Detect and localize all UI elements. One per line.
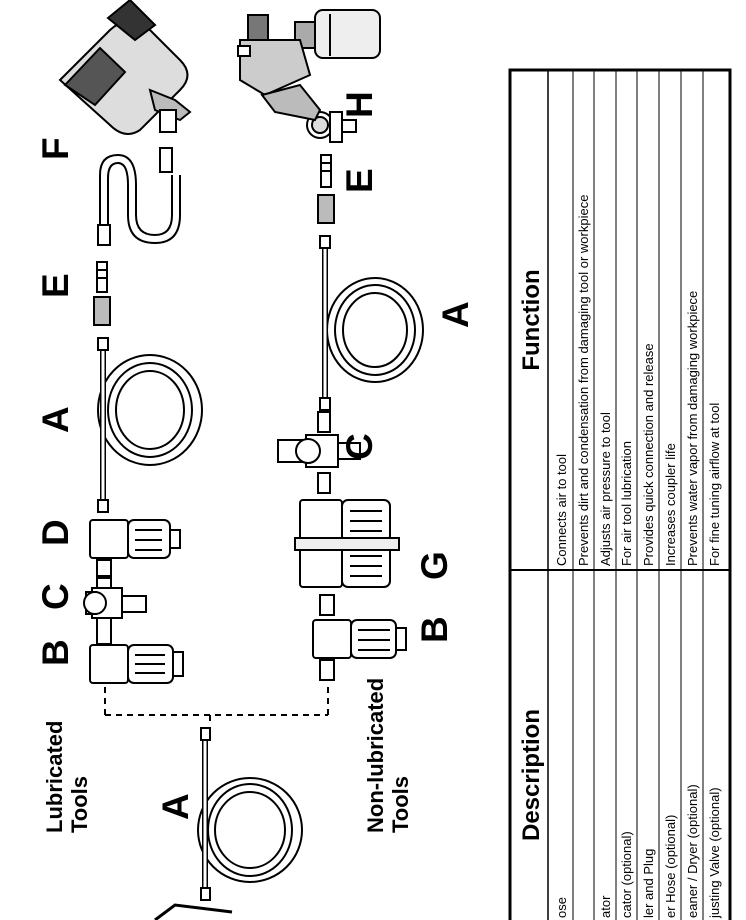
label-e-upper: E — [35, 273, 76, 298]
table-row-lines — [572, 70, 704, 920]
legend-table: Description Function ose Connects air to… — [508, 68, 732, 920]
label-h: H — [339, 91, 380, 118]
label-c-lower: C — [339, 433, 380, 460]
split-dashed-line — [104, 685, 329, 725]
row-6-function: Increases coupler life — [663, 443, 678, 566]
group-nonlubricated-line2: Tools — [388, 776, 413, 833]
group-nonlubricated-line1: Non-lubricated — [363, 678, 388, 833]
table-body: ose Connects air to tool Prevents dirt a… — [554, 195, 722, 919]
row-1-function: Connects air to tool — [554, 454, 569, 566]
label-a-main: A — [155, 793, 196, 820]
label-a-lower: A — [435, 301, 476, 328]
group-lubricated-line1: Lubricated — [42, 721, 67, 833]
filter-upper — [89, 617, 184, 684]
coupler-lower — [317, 154, 335, 224]
impact-wrench — [58, 0, 192, 135]
row-6-description: er Hose (optional) — [663, 815, 678, 918]
hose-coil-lower — [319, 235, 424, 411]
label-b-lower: B — [414, 616, 455, 643]
corner-outline — [154, 903, 233, 920]
table-header-function: Function — [518, 269, 545, 370]
label-d: D — [35, 519, 76, 546]
row-8-function: For fine tuning airflow at tool — [707, 403, 722, 566]
label-b-upper: B — [35, 639, 76, 666]
row-1-description: ose — [554, 897, 569, 918]
row-4-description: cator (optional) — [619, 831, 634, 918]
table-header-description: Description — [518, 709, 545, 841]
label-g: G — [414, 551, 455, 580]
label-a-upper: A — [35, 406, 76, 433]
hose-coil-upper — [97, 337, 203, 513]
row-5-description: ler and Plug — [641, 849, 656, 918]
row-3-function: Adjusts air pressure to tool — [598, 412, 613, 566]
main-hose-coil — [197, 727, 303, 901]
label-f: F — [35, 137, 76, 160]
whip-hose — [97, 147, 181, 246]
label-e-lower: E — [339, 168, 380, 193]
regulator-upper — [83, 577, 147, 619]
row-7-description: eaner / Dryer (optional) — [685, 784, 700, 918]
dryer — [294, 499, 400, 616]
label-c-upper: C — [35, 583, 76, 610]
group-lubricated-line2: Tools — [67, 776, 92, 833]
row-4-function: For air tool lubrication — [619, 441, 634, 566]
filter-lower — [312, 619, 407, 681]
coupler-upper — [93, 261, 111, 326]
row-7-function: Prevents water vapor from damaging workp… — [685, 291, 700, 566]
spray-gun — [237, 9, 381, 122]
lubricator — [89, 519, 181, 577]
row-5-function: Provides quick connection and release — [641, 343, 656, 566]
row-3-description: ator — [598, 895, 613, 918]
row-8-description: justing Valve (optional) — [707, 787, 722, 919]
row-2-function: Prevents dirt and condensation from dama… — [576, 195, 591, 566]
regulator-lower — [277, 411, 361, 494]
